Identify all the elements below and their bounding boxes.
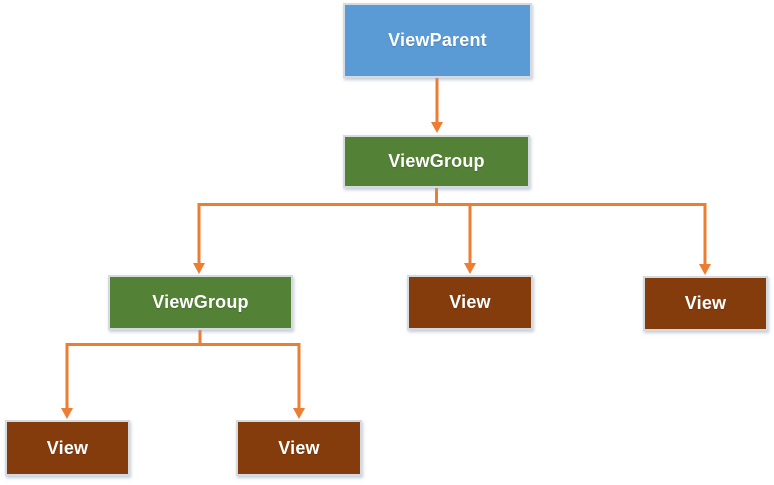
- node-view-middle: View: [407, 275, 533, 330]
- node-viewgroup-level1: ViewGroup: [343, 135, 530, 188]
- node-viewgroup-level2: ViewGroup: [108, 275, 293, 330]
- arrowhead-view-right: [699, 264, 711, 275]
- node-viewgroup-level2-label: ViewGroup: [152, 292, 249, 312]
- node-view-right-label: View: [684, 293, 727, 313]
- arrowhead-viewgroup-l2: [193, 263, 205, 274]
- arrowhead-view-mid: [464, 263, 476, 274]
- node-view-bottom-middle-label: View: [278, 437, 320, 458]
- node-view-bottom-left-label: View: [46, 437, 89, 458]
- arrowhead-view-bottomleft: [61, 408, 73, 419]
- arrowhead-viewgroup-l1: [431, 122, 443, 133]
- node-view-bottom-middle: View: [236, 420, 362, 476]
- node-view-right: View: [643, 276, 768, 331]
- arrowhead-view-bottommid: [293, 408, 305, 419]
- connector-tree-upper: [197, 186, 707, 267]
- node-viewparent: ViewParent: [343, 3, 532, 78]
- node-viewgroup-level1-label: ViewGroup: [388, 151, 485, 171]
- connector-tree-lower: [65, 328, 301, 411]
- node-view-bottom-left: View: [5, 420, 130, 476]
- node-viewparent-label: ViewParent: [388, 30, 487, 50]
- node-view-middle-label: View: [449, 292, 491, 312]
